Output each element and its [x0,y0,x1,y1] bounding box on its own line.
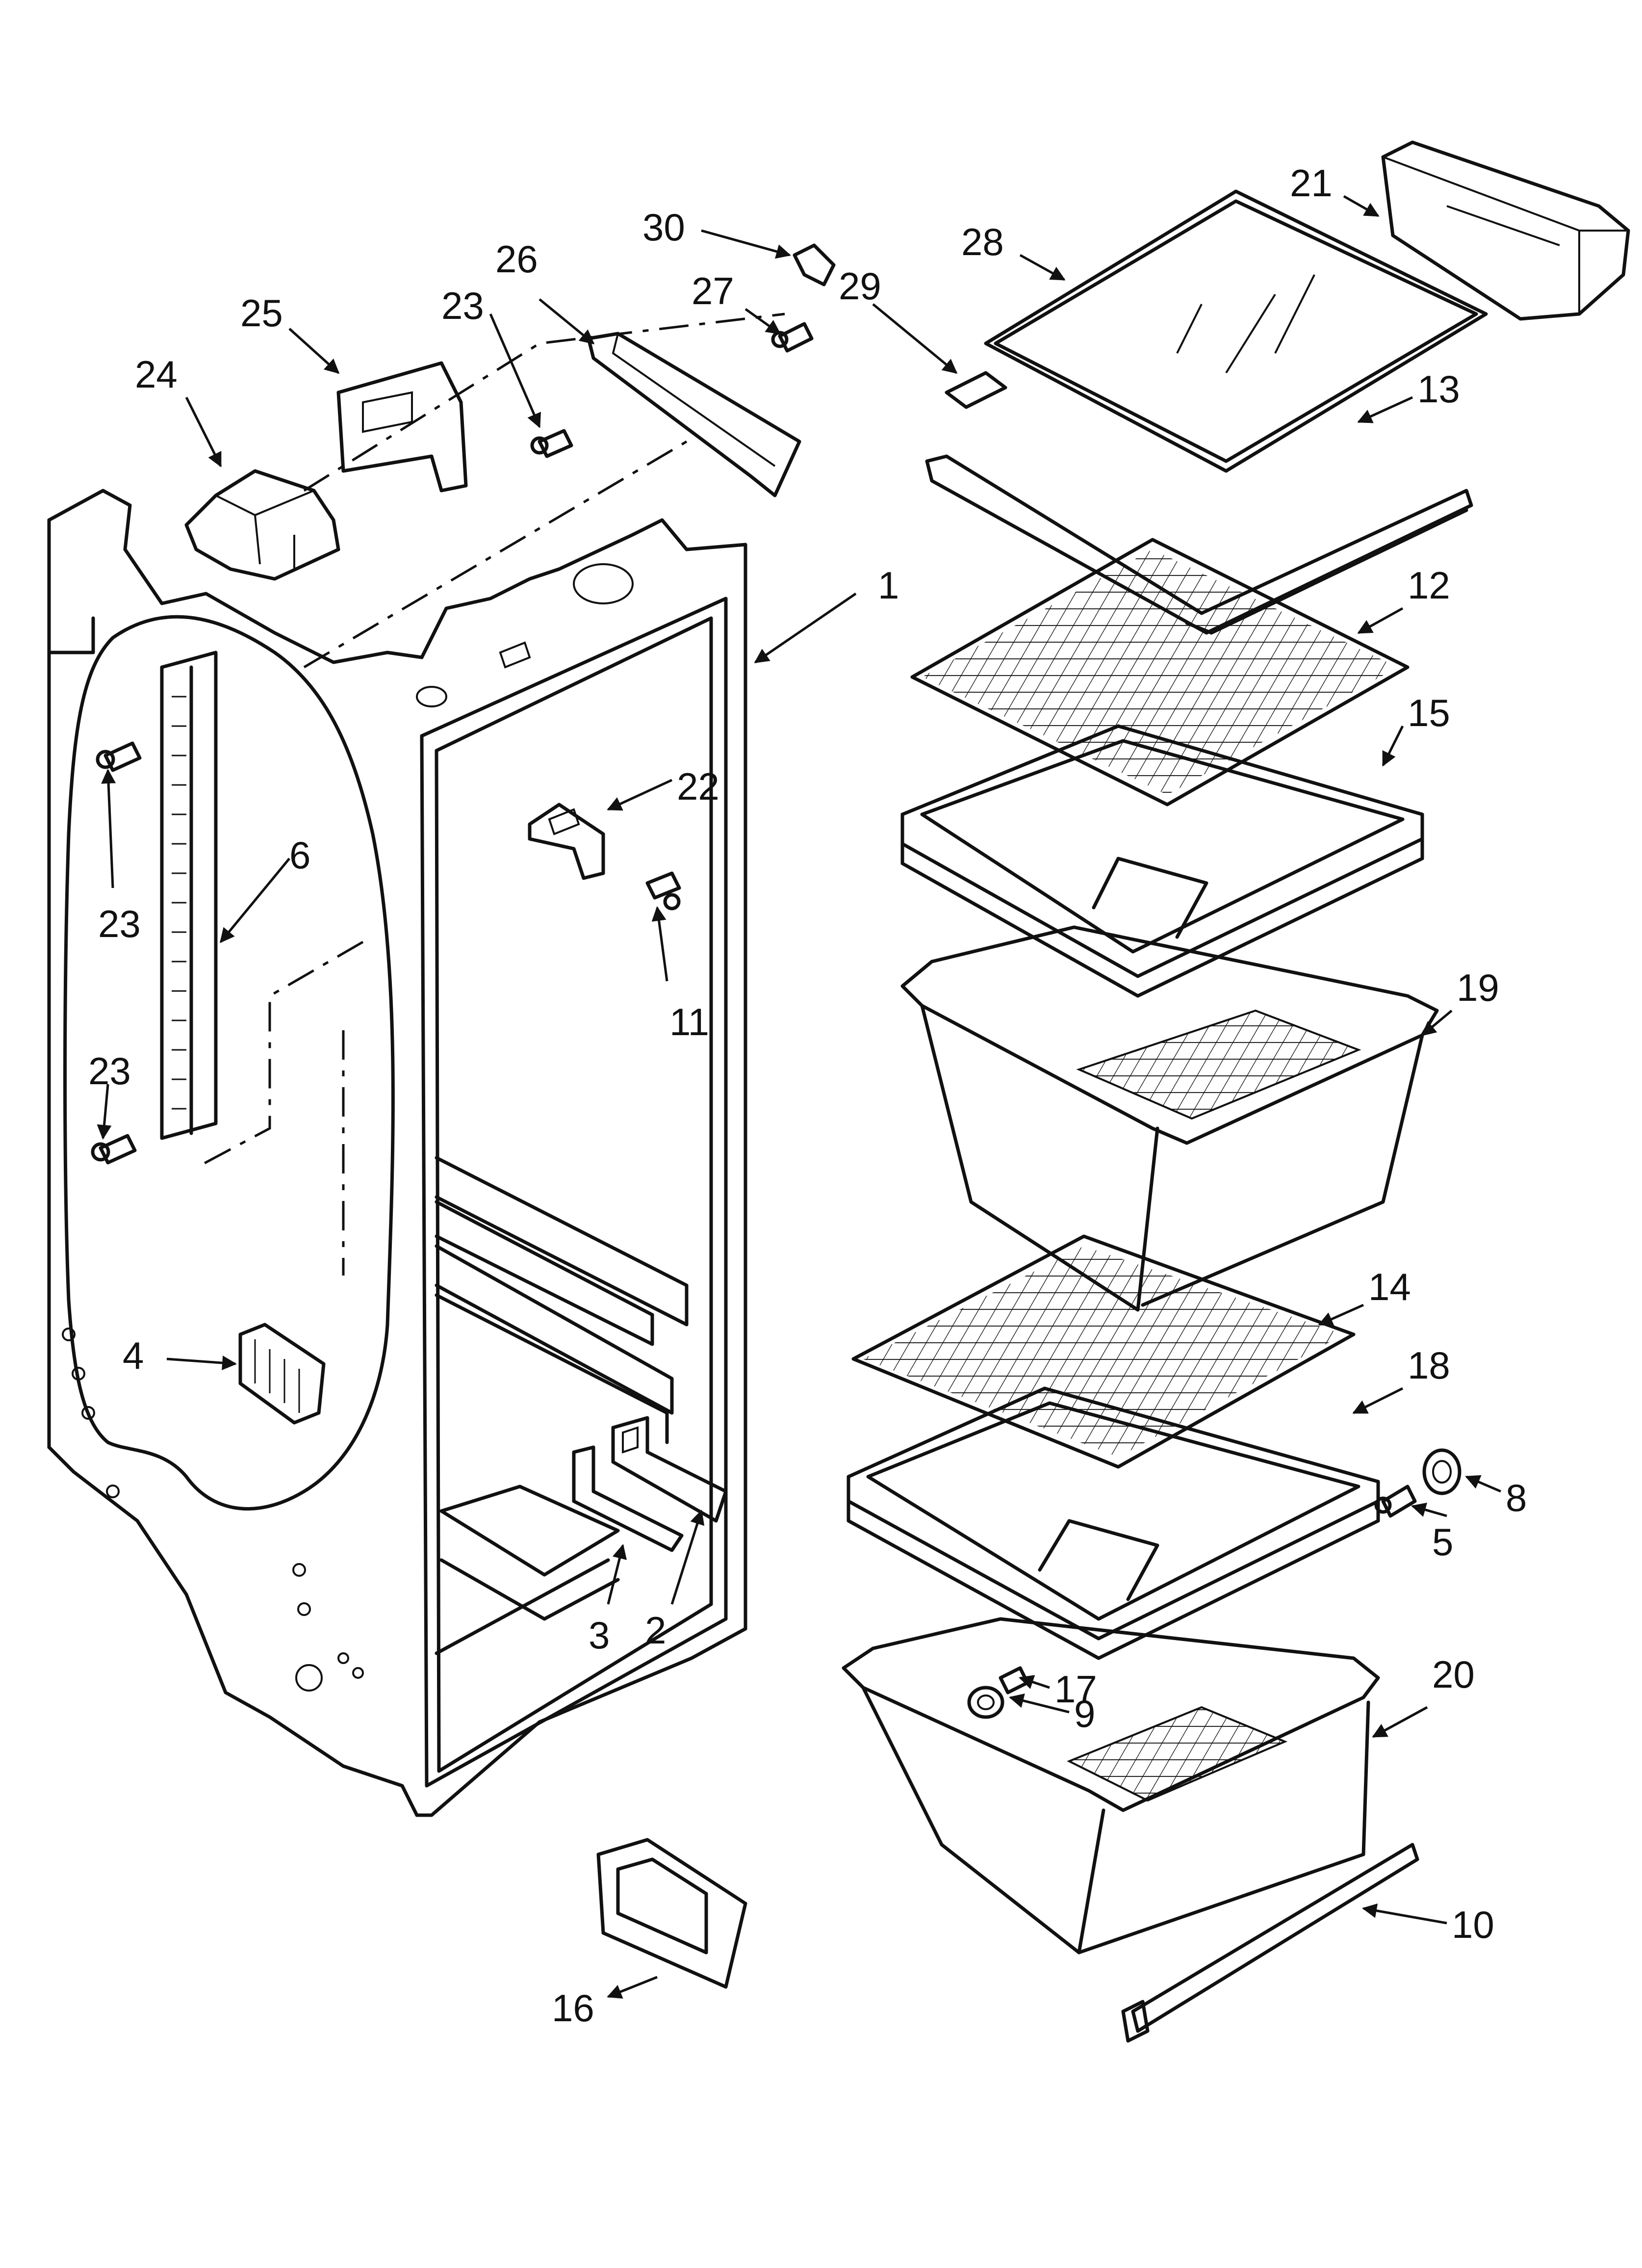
callout-24: 24 [135,353,178,396]
screw-5 [1374,1485,1417,1518]
callout-19: 19 [1457,966,1499,1009]
callout-14: 14 [1368,1265,1411,1308]
clip-30 [793,243,836,287]
callout-26: 26 [495,237,538,281]
cap-9 [967,1686,1004,1719]
bracket-22 [528,803,605,880]
glass-shelf-upper [945,189,1488,473]
bezel-16 [596,1838,747,1989]
shelf-ladder-bracket [160,651,218,1140]
callout-27: 27 [692,269,734,313]
control-housing [184,469,340,581]
screw-23-top [530,429,573,458]
leader-lines [97,195,1501,1999]
mullion-bracket-2 [611,1416,728,1523]
crisper-cover-15 [900,724,1424,998]
screw-23-upper [96,741,142,772]
callout-17: 17 [1054,1668,1097,1711]
callout-18: 18 [1408,1344,1450,1387]
screw-27 [771,322,814,353]
cap-8 [1422,1448,1462,1495]
screw-17 [999,1666,1029,1694]
callout-1: 1 [878,564,899,607]
callout-16: 16 [552,1986,594,2030]
dairy-bin [1381,140,1630,321]
crisper-drawer-20 [842,1617,1380,1955]
drawer-trim-10 [1121,1843,1419,2043]
callout-8: 8 [1506,1476,1527,1519]
callout-28: 28 [961,220,1004,263]
callout-labels: 1 2 3 4 5 6 8 9 10 11 12 13 14 15 16 17 … [88,161,1527,2030]
callout-4: 4 [123,1334,144,1377]
callout-22: 22 [677,765,719,808]
screw-23-lower [91,1134,137,1165]
screw-11 [645,871,681,911]
callout-15: 15 [1408,691,1450,734]
top-trim-strip [587,332,801,497]
crisper-drawer-19 [900,925,1439,1312]
callout-3: 3 [589,1614,610,1657]
callout-11: 11 [669,1000,709,1043]
callout-20: 20 [1432,1653,1475,1696]
callout-25: 25 [240,291,283,335]
callout-23-left-lower: 23 [88,1049,131,1093]
callout-10: 10 [1452,1903,1494,1946]
callout-12: 12 [1408,564,1450,607]
wire-shelf-14 [851,1234,1356,1469]
callout-30: 30 [642,206,685,249]
callout-21: 21 [1290,161,1333,205]
control-cover [336,361,468,493]
callout-23-left-upper: 23 [98,902,141,945]
callout-29: 29 [839,264,881,308]
callout-13: 13 [1417,367,1460,411]
callout-6: 6 [289,834,310,877]
callout-9: 9 [1074,1692,1095,1735]
callout-5: 5 [1432,1520,1453,1564]
callout-23-top: 23 [441,284,484,327]
refrigerator-liner [47,313,785,1817]
vent-grille-4 [238,1323,326,1425]
callout-2: 2 [645,1609,666,1652]
wire-shelf-12 [910,538,1410,807]
bracket-3 [572,1445,684,1552]
